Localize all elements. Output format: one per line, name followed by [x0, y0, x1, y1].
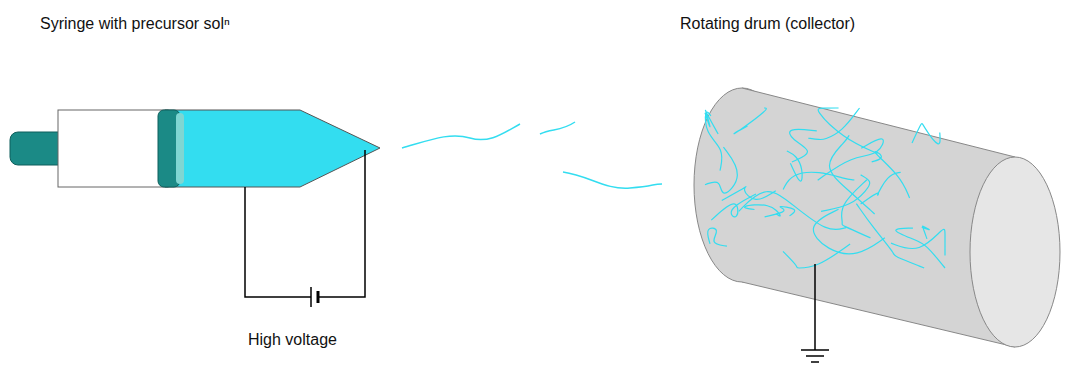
- part-label: Syringe with precursor solⁿ: [40, 14, 230, 33]
- fibre-strand: [813, 209, 884, 254]
- fibre-strand: [818, 139, 884, 180]
- fibre-jet: [540, 122, 575, 134]
- part-label: Rotating drum (collector): [680, 14, 855, 33]
- fibre-strand: [790, 129, 817, 162]
- fibre-strand: [856, 204, 924, 268]
- wire: [318, 150, 365, 297]
- fibre-strand: [722, 187, 776, 201]
- fibre-strand: [705, 112, 721, 170]
- fibre-strand: [872, 152, 910, 198]
- precursor-solution: [165, 110, 380, 187]
- fibre-strand: [821, 175, 870, 212]
- fibre-strand: [861, 172, 901, 204]
- wire: [245, 187, 311, 297]
- fibre-strand: [739, 192, 846, 230]
- fibre-strand: [829, 135, 874, 214]
- fibre-strand: [891, 229, 945, 255]
- fibre-strand: [711, 194, 756, 220]
- fibre-strand: [705, 110, 718, 134]
- fibre-strand: [818, 108, 877, 154]
- fibre-strand: [808, 108, 859, 140]
- ground-symbol: [801, 349, 829, 351]
- syringe-barrel: [58, 110, 168, 187]
- ground-wire: [814, 264, 816, 350]
- fibre-strand: [912, 124, 940, 144]
- ground-symbol: [811, 361, 819, 363]
- ground-symbol: [806, 355, 824, 357]
- fibre-strand: [745, 205, 781, 216]
- fibre-strand: [787, 151, 802, 181]
- fibre-strand: [734, 108, 766, 134]
- battery-plate: [317, 291, 320, 303]
- fibre-jet: [402, 124, 520, 148]
- fibre-strand: [783, 244, 850, 268]
- drum-edge: [742, 88, 1015, 157]
- voltage-label: High voltage: [248, 330, 337, 349]
- plunger-seal: [176, 113, 184, 184]
- fibre-strand: [708, 228, 727, 246]
- drum-end: [970, 157, 1060, 347]
- fibre-strand: [922, 226, 930, 239]
- battery-plate: [310, 287, 312, 307]
- fibre-jet: [563, 172, 662, 188]
- fibre-mat: [705, 108, 945, 268]
